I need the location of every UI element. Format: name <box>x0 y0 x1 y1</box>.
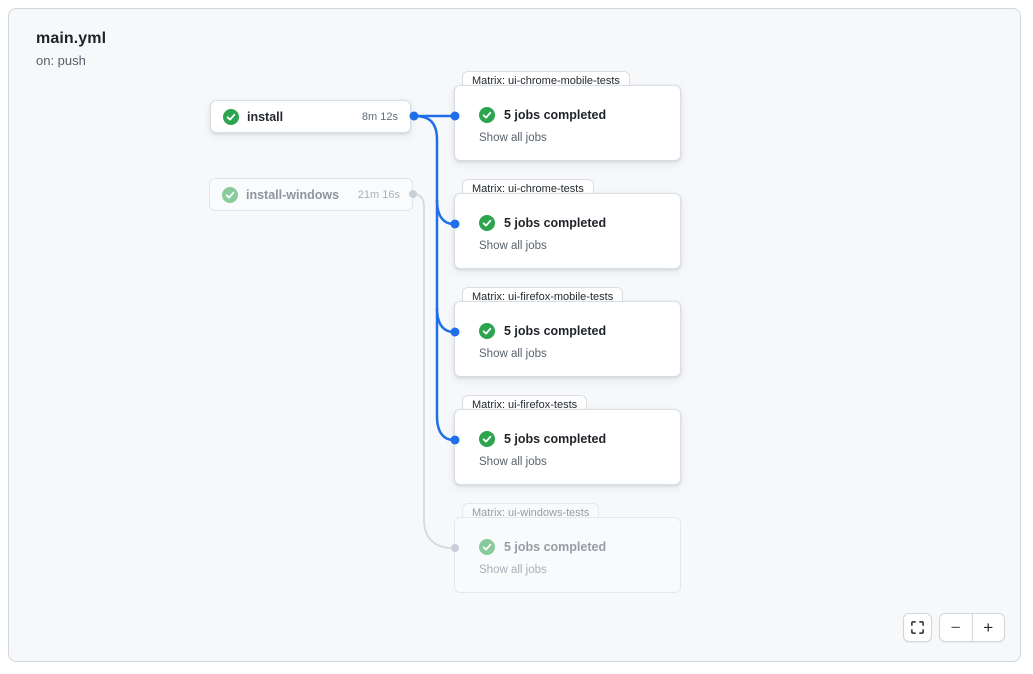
matrix-node-ui-chrome-tests: Matrix: ui-chrome-tests 5 jobs completed… <box>454 179 681 269</box>
matrix-node-ui-firefox-tests: Matrix: ui-firefox-tests 5 jobs complete… <box>454 395 681 485</box>
job-duration: 8m 12s <box>362 111 398 123</box>
show-all-jobs-link[interactable]: Show all jobs <box>479 240 547 252</box>
matrix-status-row: 5 jobs completed <box>479 539 666 555</box>
success-check-icon <box>479 215 495 231</box>
success-check-icon <box>479 431 495 447</box>
success-check-icon <box>223 109 239 125</box>
matrix-summary: 5 jobs completed <box>504 324 606 338</box>
fit-to-screen-icon <box>910 620 925 635</box>
fit-to-screen-button[interactable] <box>903 613 932 642</box>
job-node-install-windows[interactable]: install-windows 21m 16s <box>209 178 413 211</box>
job-label: install <box>247 110 354 124</box>
zoom-out-button[interactable]: − <box>940 614 972 641</box>
matrix-node-ui-firefox-mobile-tests: Matrix: ui-firefox-mobile-tests 5 jobs c… <box>454 287 681 377</box>
job-node-install[interactable]: install 8m 12s <box>210 100 411 133</box>
matrix-summary: 5 jobs completed <box>504 216 606 230</box>
workflow-header: main.yml on: push <box>36 30 106 68</box>
matrix-status-row: 5 jobs completed <box>479 431 666 447</box>
matrix-card[interactable]: 5 jobs completed Show all jobs <box>454 517 681 593</box>
show-all-jobs-link[interactable]: Show all jobs <box>479 348 547 360</box>
zoom-controls: − + <box>939 613 1005 642</box>
matrix-card[interactable]: 5 jobs completed Show all jobs <box>454 193 681 269</box>
matrix-summary: 5 jobs completed <box>504 540 606 554</box>
show-all-jobs-link[interactable]: Show all jobs <box>479 564 547 576</box>
success-check-icon <box>479 323 495 339</box>
matrix-card[interactable]: 5 jobs completed Show all jobs <box>454 301 681 377</box>
workflow-trigger: on: push <box>36 53 106 68</box>
job-duration: 21m 16s <box>358 189 400 201</box>
zoom-in-button[interactable]: + <box>972 614 1005 641</box>
matrix-node-ui-chrome-mobile-tests: Matrix: ui-chrome-mobile-tests 5 jobs co… <box>454 71 681 161</box>
matrix-status-row: 5 jobs completed <box>479 107 666 123</box>
success-check-icon <box>479 539 495 555</box>
job-label: install-windows <box>246 188 350 202</box>
matrix-card[interactable]: 5 jobs completed Show all jobs <box>454 85 681 161</box>
success-check-icon <box>479 107 495 123</box>
success-check-icon <box>222 187 238 203</box>
matrix-summary: 5 jobs completed <box>504 108 606 122</box>
matrix-card[interactable]: 5 jobs completed Show all jobs <box>454 409 681 485</box>
matrix-status-row: 5 jobs completed <box>479 323 666 339</box>
show-all-jobs-link[interactable]: Show all jobs <box>479 456 547 468</box>
matrix-node-ui-windows-tests: Matrix: ui-windows-tests 5 jobs complete… <box>454 503 681 593</box>
show-all-jobs-link[interactable]: Show all jobs <box>479 132 547 144</box>
matrix-status-row: 5 jobs completed <box>479 215 666 231</box>
workflow-title: main.yml <box>36 30 106 48</box>
matrix-summary: 5 jobs completed <box>504 432 606 446</box>
